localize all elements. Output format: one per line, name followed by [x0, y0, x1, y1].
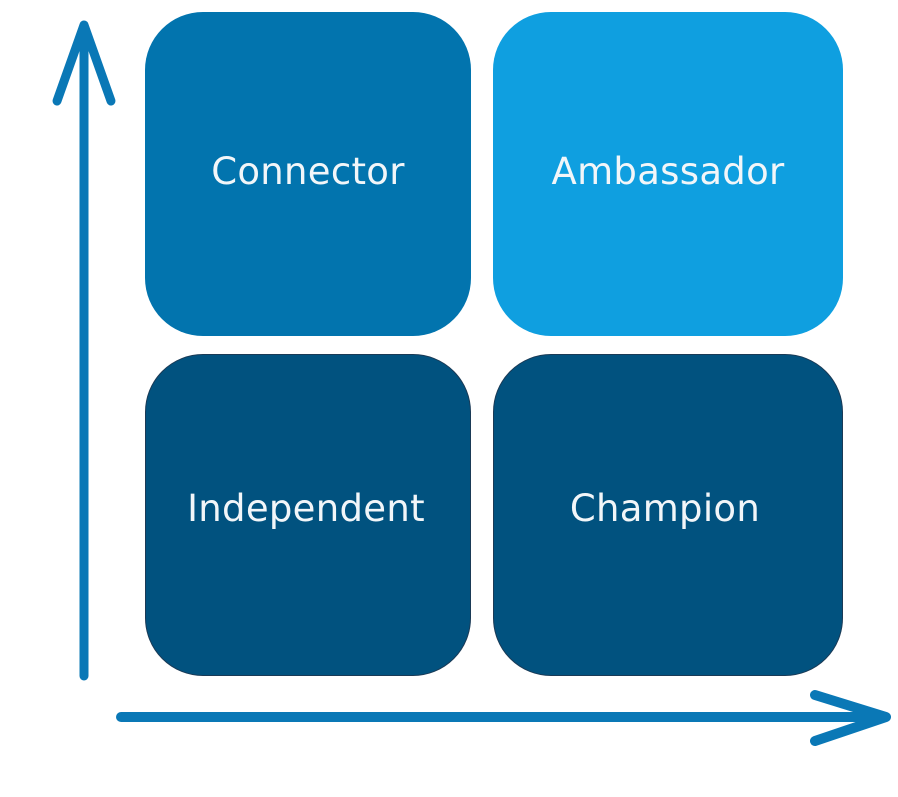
quadrant-label: Ambassador	[551, 149, 785, 193]
quadrant-champion: Champion	[493, 354, 843, 676]
quadrant-label: Independent	[187, 486, 425, 530]
quadrant-label: Connector	[211, 149, 405, 193]
quadrant-ambassador: Ambassador	[493, 12, 843, 336]
quadrant-connector: Connector	[145, 12, 471, 336]
horizontal-axis-arrow	[116, 690, 891, 746]
quadrant-label: Champion	[569, 486, 761, 530]
arrow-up-icon	[52, 20, 116, 106]
vertical-axis-arrow	[52, 20, 116, 681]
quadrant-independent: Independent	[145, 354, 471, 676]
arrow-right-icon	[810, 690, 891, 746]
